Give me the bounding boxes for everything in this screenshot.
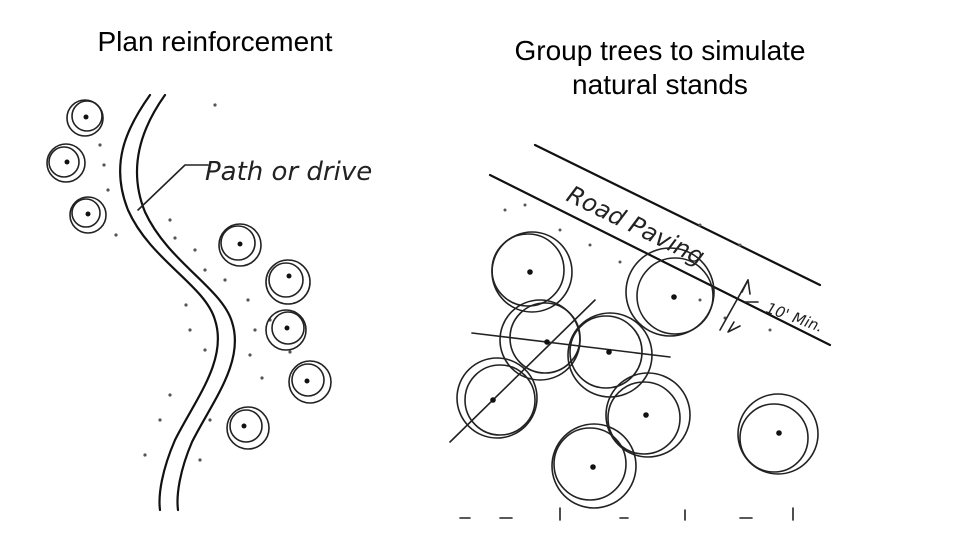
tree <box>69 196 107 234</box>
left-stipple <box>98 103 292 462</box>
tree <box>737 393 819 475</box>
tree <box>605 372 691 458</box>
road-stipple <box>503 203 772 332</box>
right-title-line-2: natural stands <box>572 69 748 100</box>
tree <box>551 423 637 509</box>
tree <box>66 99 104 137</box>
path-edge-left <box>119 93 220 512</box>
tree <box>46 143 86 183</box>
road-edge-lower <box>488 173 832 347</box>
setback-arrow-icon <box>727 321 741 333</box>
tree <box>288 360 332 404</box>
road-edge-upper <box>533 143 822 287</box>
alignment-line <box>449 299 596 443</box>
right-title-line-1: Group trees to simulate <box>514 35 806 66</box>
tree <box>218 223 262 267</box>
tree <box>456 357 538 439</box>
path-edge-right <box>135 93 237 512</box>
path-label-leader <box>137 164 209 211</box>
tree <box>265 259 311 305</box>
path-label: Path or drive <box>205 157 372 187</box>
left-sketch: Path or drive <box>46 93 372 512</box>
tree <box>567 312 653 398</box>
tree <box>625 247 715 337</box>
tree <box>265 309 307 351</box>
bottom-marks <box>459 507 794 521</box>
right-slide-title: Group trees to simulate natural stands <box>470 34 850 102</box>
tree <box>226 406 270 450</box>
tree <box>491 231 573 313</box>
tree <box>499 299 581 381</box>
right-sketch: Road Paving 10' Min. <box>449 143 832 521</box>
setback-label: 10' Min. <box>764 299 826 336</box>
left-slide-title: Plan reinforcement <box>97 26 333 57</box>
setback-arrow-icon <box>741 279 751 295</box>
